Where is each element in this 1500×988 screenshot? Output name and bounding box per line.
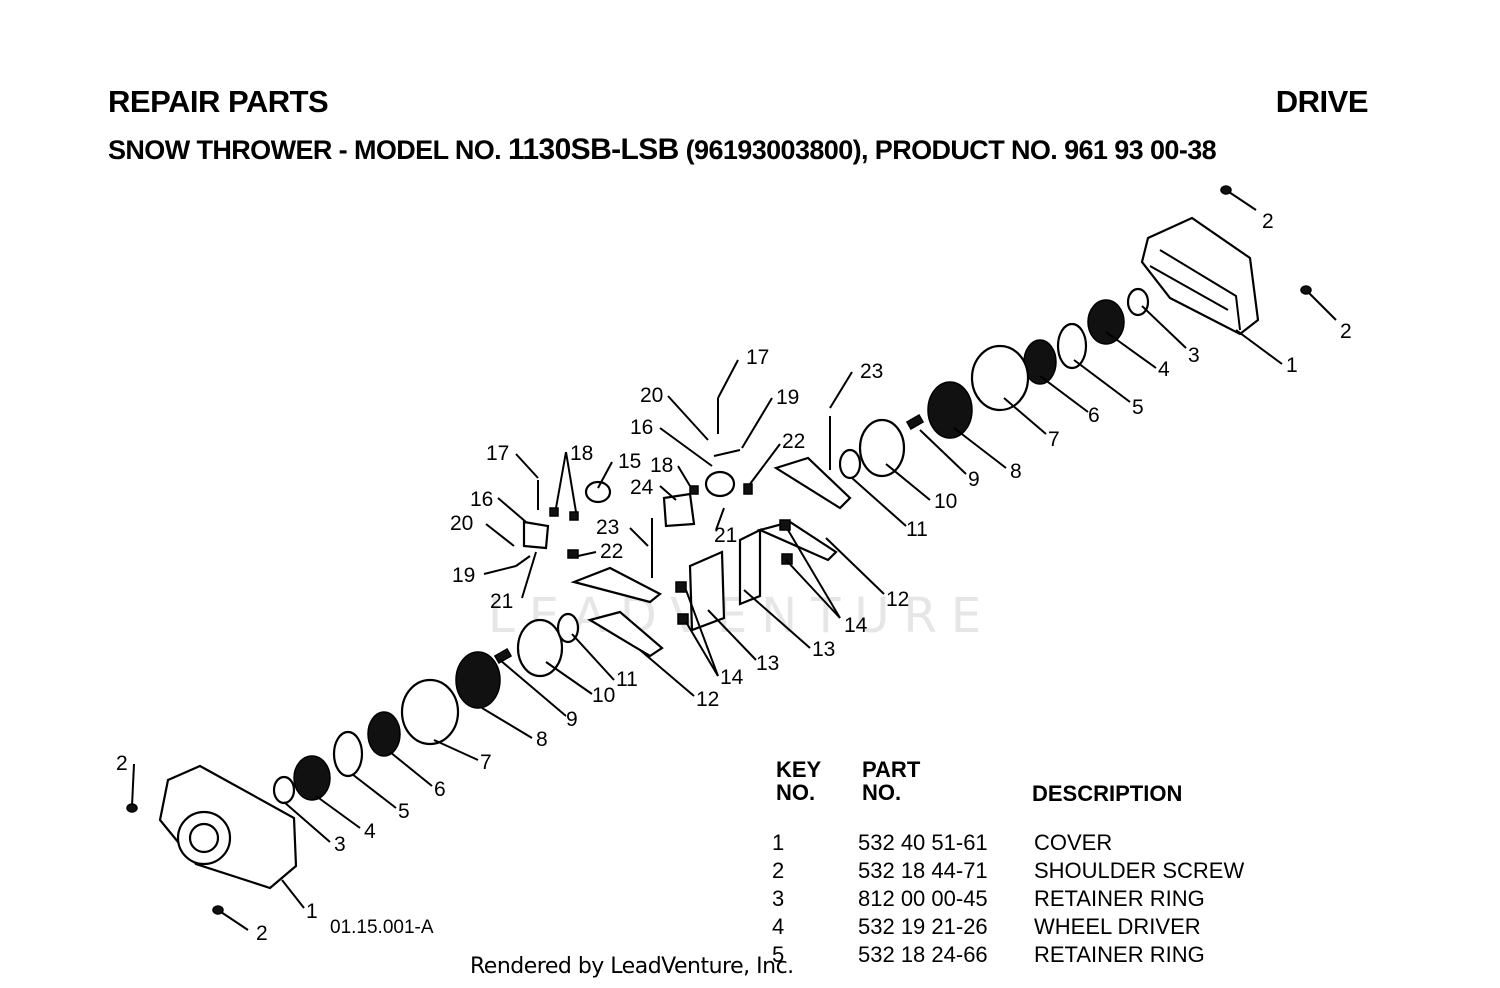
callout-8: 8	[536, 728, 548, 751]
callout-3: 3	[334, 833, 346, 856]
header-description: DESCRIPTION	[1032, 781, 1183, 806]
callout-23: 23	[596, 516, 619, 539]
section-title: DRIVE	[1275, 84, 1369, 119]
cover-right	[1140, 216, 1260, 336]
callout-4: 4	[1158, 358, 1170, 381]
callout-10: 10	[592, 684, 615, 707]
row-description: WHEEL DRIVER	[1034, 914, 1201, 939]
callout-17: 17	[746, 346, 769, 369]
callout-1: 1	[1286, 354, 1298, 377]
callout-11: 11	[906, 518, 928, 541]
callout-16: 16	[630, 416, 653, 439]
callout-22: 22	[782, 430, 805, 453]
callout-2: 2	[116, 752, 128, 775]
row-part-number: 532 18 44-71	[858, 858, 988, 883]
shoulder-screws	[126, 185, 1337, 931]
callout-18: 18	[650, 454, 673, 477]
callout-21: 21	[490, 590, 513, 613]
row-description: RETAINER RING	[1034, 942, 1205, 967]
header-part: PART NO.	[862, 757, 921, 805]
callout-2: 2	[256, 922, 268, 945]
callout-19: 19	[776, 386, 799, 409]
callout-12: 12	[886, 588, 909, 611]
model-number: 1130SB-LSB	[507, 133, 679, 166]
leader-lines	[281, 305, 1283, 909]
small-hardware	[515, 398, 793, 625]
row-description: COVER	[1034, 830, 1113, 855]
row-description: SHOULDER SCREW	[1034, 858, 1245, 883]
callout-6: 6	[1088, 404, 1100, 427]
row-key: 5	[772, 942, 785, 967]
callout-5: 5	[398, 800, 410, 823]
row-part-number: 812 00 00-45	[858, 886, 988, 911]
subtitle-suffix: (96193003800), PRODUCT NO. 961 93 00-38	[678, 135, 1217, 165]
callout-1: 1	[306, 900, 318, 923]
callout-23: 23	[860, 360, 883, 383]
row-description: RETAINER RING	[1034, 886, 1205, 911]
callout-15: 15	[618, 450, 641, 473]
row-key: 3	[772, 886, 785, 911]
callout-3: 3	[1188, 344, 1200, 367]
callout-21: 21	[714, 524, 737, 547]
callout-labels: 2 2 1 3 4 5 6 7 8 9 10 11 12 14 13 13 14…	[116, 210, 1352, 945]
row-key: 1	[772, 830, 785, 855]
callout-20: 20	[640, 384, 663, 407]
header-key: KEY NO.	[776, 757, 822, 805]
callout-13: 13	[812, 638, 835, 661]
callout-12: 12	[696, 688, 719, 711]
left-stack	[272, 518, 726, 805]
subtitle-prefix: SNOW THROWER - MODEL NO.	[108, 135, 508, 165]
callout-8: 8	[1010, 460, 1022, 483]
callout-4: 4	[364, 820, 376, 843]
model-subtitle: SNOW THROWER - MODEL NO. 1130SB-LSB (961…	[108, 133, 1217, 167]
callout-7: 7	[1048, 428, 1060, 451]
callout-5: 5	[1132, 396, 1144, 419]
callout-6: 6	[434, 778, 446, 801]
callout-9: 9	[968, 468, 980, 491]
row-part-number: 532 19 21-26	[858, 914, 988, 939]
callout-13: 13	[756, 652, 779, 675]
callout-18: 18	[570, 442, 593, 465]
callout-19: 19	[452, 564, 475, 587]
callout-9: 9	[566, 708, 578, 731]
callout-22: 22	[600, 540, 623, 563]
callout-14: 14	[720, 666, 744, 689]
callout-17: 17	[486, 442, 509, 465]
row-key: 2	[772, 858, 785, 883]
callout-2: 2	[1262, 210, 1274, 233]
row-part-number: 532 18 24-66	[858, 942, 988, 967]
callout-2: 2	[1340, 320, 1352, 343]
diagram-code: 01.15.001-A	[330, 917, 434, 938]
page-title: REPAIR PARTS	[108, 84, 329, 119]
callout-7: 7	[480, 751, 492, 774]
row-part-number: 532 40 51-61	[858, 830, 988, 855]
callout-24: 24	[630, 476, 654, 499]
cover-left	[158, 764, 298, 890]
callout-10: 10	[934, 490, 957, 513]
callout-20: 20	[450, 512, 473, 535]
callout-11: 11	[616, 668, 638, 691]
row-key: 4	[772, 914, 785, 939]
callout-14: 14	[844, 614, 868, 637]
callout-16: 16	[470, 488, 493, 511]
render-credit: Rendered by LeadVenture, Inc.	[470, 954, 794, 979]
right-stack	[738, 287, 1150, 606]
